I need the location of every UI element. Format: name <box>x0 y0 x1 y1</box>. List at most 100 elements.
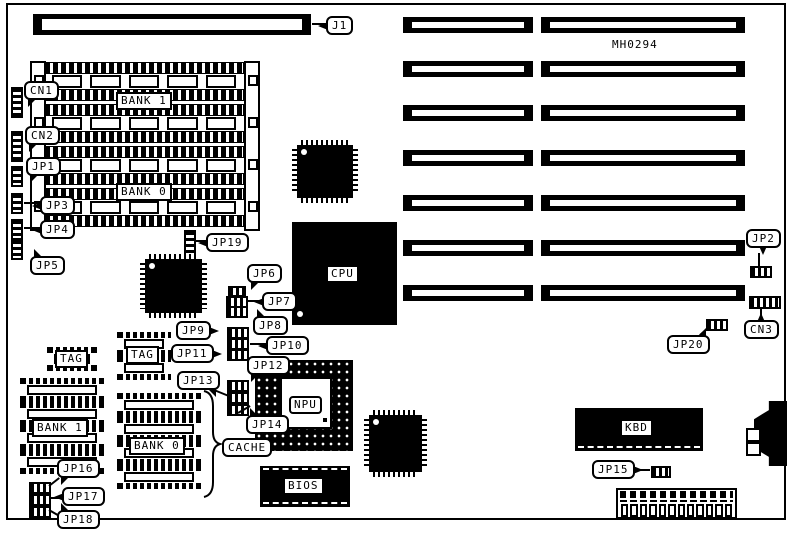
jp11-jumper <box>227 349 249 361</box>
callout-jp12-tail <box>251 373 260 382</box>
callout-jp7-tail <box>254 297 264 306</box>
callout-jp9: JP9 <box>176 321 219 340</box>
jp1-jumper <box>11 166 23 187</box>
callout-cn2-label: CN2 <box>31 129 54 142</box>
callout-jp14: JP14 <box>246 408 289 434</box>
isa-slot <box>403 240 533 256</box>
callout-jp12-label: JP12 <box>253 359 284 372</box>
callout-jp8: JP8 <box>253 309 288 335</box>
callout-jp16-tail <box>61 476 70 485</box>
callout-jp4-label: JP4 <box>46 223 69 236</box>
jp17-jumper <box>29 494 51 506</box>
callout-jp8-tail <box>257 309 266 318</box>
callout-jp18-tail <box>61 503 70 512</box>
jp16-jumper <box>29 482 51 494</box>
board-outline <box>6 3 786 520</box>
callout-jp15: JP15 <box>592 460 643 479</box>
cn1-header <box>11 87 23 118</box>
callout-j1-tail <box>318 21 328 30</box>
label-cache-bank0: BANK 0 <box>129 437 185 455</box>
jp15-jumper <box>651 466 671 478</box>
cn2-header <box>11 131 23 162</box>
callout-cache-label: CACHE <box>228 441 267 454</box>
callout-cn2-tail <box>29 143 38 152</box>
callout-cn3-label: CN3 <box>750 323 773 336</box>
callout-jp20-tail <box>696 328 706 337</box>
jp12-jumper <box>227 380 249 392</box>
callout-cache: CACHE <box>222 438 281 457</box>
callout-jp18-label: JP18 <box>63 513 94 526</box>
callout-j1: J1 <box>318 16 354 35</box>
callout-j1-label: J1 <box>332 19 348 32</box>
cpu-pin1-dot <box>297 311 303 317</box>
simm-rail-right <box>244 61 260 231</box>
callout-jp14-label: JP14 <box>252 418 283 431</box>
label-cpu: CPU <box>326 265 359 283</box>
callout-jp2-tail <box>759 246 768 255</box>
jp14-jumper <box>227 404 249 416</box>
callout-jp14-tail <box>250 408 259 417</box>
isa-slot <box>541 195 745 211</box>
jp4-jumper <box>11 219 23 240</box>
callout-jp7-label: JP7 <box>268 295 291 308</box>
isa-slot <box>541 17 745 33</box>
j1-connector <box>33 14 311 35</box>
isa-slot <box>403 195 533 211</box>
chipset-chip-middle <box>140 254 207 318</box>
simm-latch <box>248 159 258 170</box>
jp8-jumper <box>226 306 248 318</box>
callout-jp6: JP6 <box>247 264 282 290</box>
callout-jp5: JP5 <box>30 249 65 275</box>
isa-slot <box>541 105 745 121</box>
callout-jp20: JP20 <box>667 328 710 354</box>
jp5-jumper <box>11 239 23 260</box>
label-npu: NPU <box>289 396 322 414</box>
callout-jp19: JP19 <box>198 233 249 252</box>
leader-line-jp15 <box>638 469 650 471</box>
callout-jp4: JP4 <box>32 220 75 239</box>
isa-slot <box>541 285 745 301</box>
callout-jp19-tail <box>198 238 208 247</box>
callout-jp17: JP17 <box>54 487 105 506</box>
callout-cache-tail <box>270 443 281 452</box>
power-connector <box>616 488 737 519</box>
part-number-text: MH0294 <box>612 38 658 51</box>
isa-slot <box>541 61 745 77</box>
callout-cn1: CN1 <box>24 81 59 107</box>
callout-jp13-label: JP13 <box>183 374 214 387</box>
callout-jp17-tail <box>54 492 64 501</box>
callout-jp15-tail <box>632 465 643 474</box>
jp13-jumper <box>227 392 249 404</box>
j1-connector-slot <box>42 19 302 30</box>
simm-socket-2 <box>44 104 244 143</box>
callout-jp16-label: JP16 <box>63 462 94 475</box>
callout-jp19-label: JP19 <box>212 236 243 249</box>
label-tag2: TAG <box>126 346 159 364</box>
simm-latch <box>248 117 258 128</box>
callout-jp16: JP16 <box>57 459 100 485</box>
label-tag1: TAG <box>55 350 88 368</box>
callout-jp6-tail <box>251 281 260 290</box>
jp19-jumper <box>184 230 196 256</box>
leader-line-jp2 <box>758 253 760 267</box>
callout-jp11-label: JP11 <box>177 347 208 360</box>
isa-slot <box>403 285 533 301</box>
jp2-jumper <box>750 266 772 278</box>
callout-jp20-label: JP20 <box>673 338 704 351</box>
callout-cn1-label: CN1 <box>30 84 53 97</box>
callout-jp2-label: JP2 <box>752 232 775 245</box>
isa-slot <box>403 61 533 77</box>
callout-jp11: JP11 <box>171 344 222 363</box>
callout-cn1-tail <box>28 98 37 107</box>
callout-jp12: JP12 <box>247 356 290 382</box>
callout-jp18: JP18 <box>57 503 100 529</box>
callout-jp1-tail <box>30 174 39 183</box>
label-simm-bank0: BANK 0 <box>116 183 172 201</box>
chipset-chip-top <box>292 140 358 203</box>
jp18-jumper <box>29 506 51 518</box>
callout-jp3: JP3 <box>32 196 75 215</box>
callout-jp1-label: JP1 <box>32 160 55 173</box>
isa-slot <box>403 105 533 121</box>
callout-jp13-tail <box>206 388 216 397</box>
label-cache-bank1: BANK 1 <box>32 419 88 437</box>
